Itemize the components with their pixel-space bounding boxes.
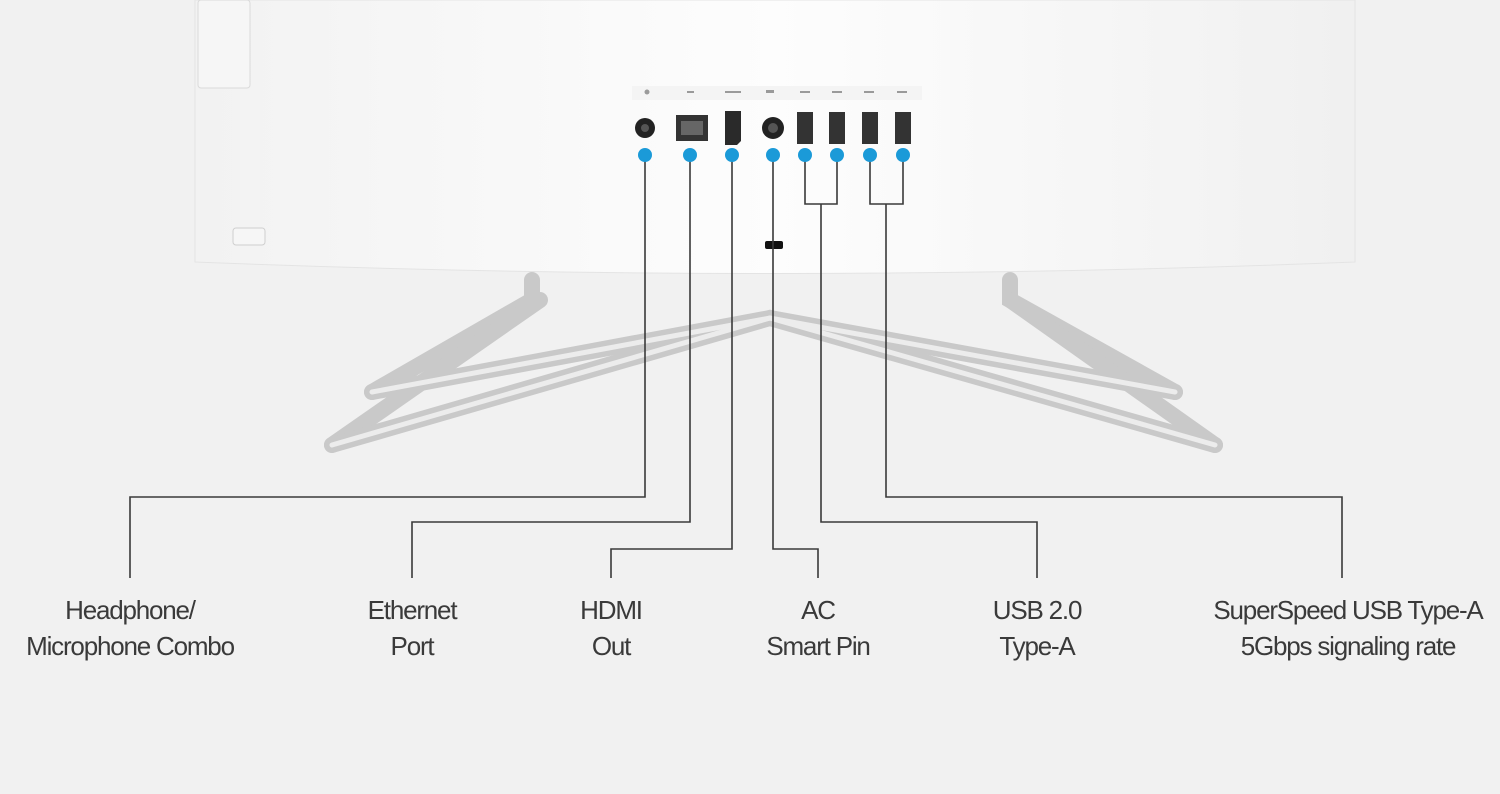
label-line: Headphone/ xyxy=(65,595,196,625)
power-button[interactable] xyxy=(232,227,266,246)
label-hdmi-out: HDMI Out xyxy=(441,592,781,664)
label-line: Type-A xyxy=(999,631,1075,661)
label-superspeed-usb-type-a: SuperSpeed USB Type-A 5Gbps signaling rat… xyxy=(1178,592,1500,664)
label-line: Out xyxy=(591,631,632,661)
usb-a-port-icon xyxy=(862,112,878,144)
usb-a-port-icon xyxy=(829,112,845,144)
port-dots xyxy=(638,148,910,162)
ac-smart-pin-icon xyxy=(762,117,784,139)
label-line: HDMI xyxy=(580,595,643,625)
usb-a-port-icon xyxy=(895,112,911,144)
label-line: Microphone Combo xyxy=(26,631,235,661)
label-line: Ethernet xyxy=(367,595,458,625)
label-line: USB 2.0 xyxy=(992,595,1083,625)
ports xyxy=(635,111,911,249)
hdmi-port-icon xyxy=(725,111,741,145)
label-line: SuperSpeed USB Type-A xyxy=(1213,595,1483,625)
label-line: Port xyxy=(390,631,435,661)
side-panel xyxy=(197,0,251,89)
ethernet-port-icon xyxy=(676,115,708,141)
port-symbol-row xyxy=(644,89,907,95)
port-label-strip xyxy=(632,86,922,100)
label-line: AC xyxy=(801,595,836,625)
usb-a-port-icon xyxy=(797,112,813,144)
cable-clip xyxy=(765,241,783,249)
label-ac-smart-pin: AC Smart Pin xyxy=(648,592,988,664)
stand xyxy=(324,272,1223,453)
label-line: Smart Pin xyxy=(766,631,871,661)
label-line: 5Gbps signaling rate xyxy=(1240,631,1457,661)
label-headphone-microphone-combo: Headphone/Microphone Combo xyxy=(0,592,300,664)
headphone-jack-icon xyxy=(635,118,655,138)
leader-lines xyxy=(129,155,1343,578)
